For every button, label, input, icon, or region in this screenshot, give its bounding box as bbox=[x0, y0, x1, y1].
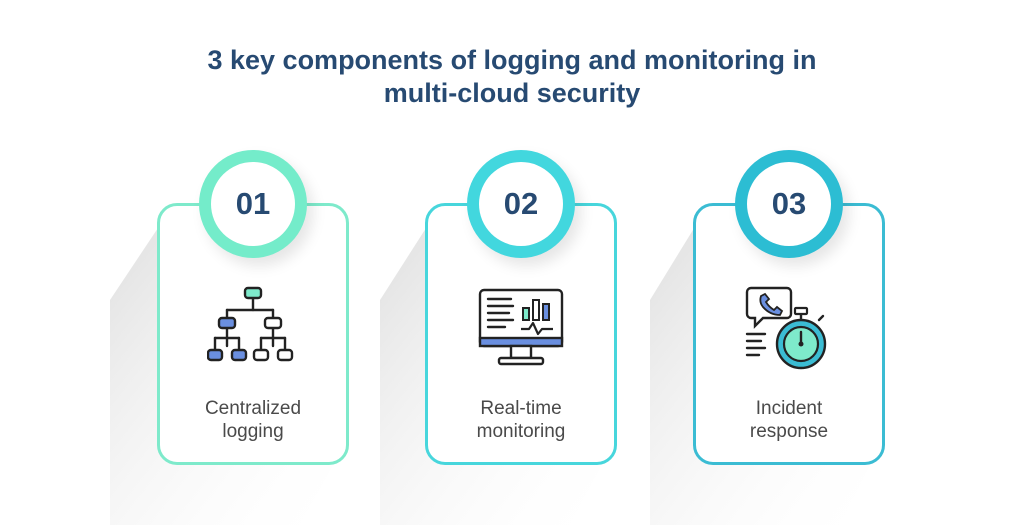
component-card-real-time-monitoring: 02 Real-time monitoring bbox=[425, 150, 617, 465]
component-label: Centralized logging bbox=[160, 397, 346, 443]
number-badge-text: 01 bbox=[211, 162, 295, 246]
title-line-2: multi-cloud security bbox=[383, 78, 641, 108]
component-label: Incident response bbox=[696, 397, 882, 443]
component-label-line-1: Incident bbox=[755, 398, 823, 419]
number-badge-text: 02 bbox=[479, 162, 563, 246]
component-label-line-2: logging bbox=[222, 421, 284, 442]
hierarchy-tree-icon bbox=[207, 286, 294, 362]
number-badge: 02 bbox=[467, 150, 575, 258]
component-label-line-2: monitoring bbox=[476, 421, 566, 442]
component-label-line-1: Real-time bbox=[480, 398, 562, 419]
component-label-line-1: Centralized bbox=[204, 398, 302, 419]
component-label: Real-time monitoring bbox=[428, 397, 614, 443]
number-badge: 01 bbox=[199, 150, 307, 258]
number-badge-text: 03 bbox=[747, 162, 831, 246]
number-badge: 03 bbox=[735, 150, 843, 258]
component-card-incident-response: 03 Incident response bbox=[693, 150, 885, 465]
stopwatch-phone-icon bbox=[745, 286, 827, 370]
component-label-line-2: response bbox=[749, 421, 829, 442]
monitor-dashboard-icon bbox=[478, 288, 564, 366]
component-card-centralized-logging: 01 Centralized logging bbox=[157, 150, 349, 465]
page-title: 3 key components of logging and monitori… bbox=[0, 44, 1024, 110]
title-line-1: 3 key components of logging and monitori… bbox=[207, 45, 817, 75]
